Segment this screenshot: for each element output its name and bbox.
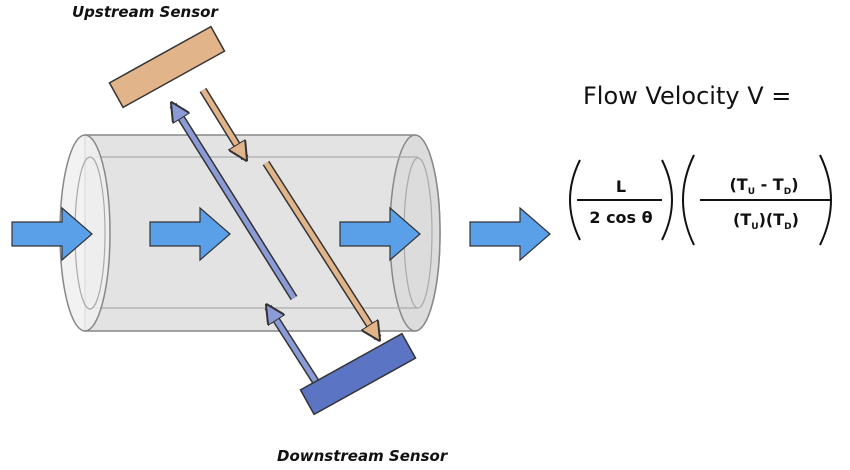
- downstream-sensor: [299, 332, 417, 416]
- term2-denominator: (TU)(TD): [733, 210, 799, 232]
- term1-denominator: 2 cos θ: [589, 208, 652, 227]
- formula-title: Flow Velocity V =: [583, 82, 791, 110]
- signal-arrow-icon: [199, 87, 249, 158]
- flow-arrow-icon: [469, 206, 551, 262]
- upstream-sensor: [108, 25, 226, 109]
- pipe: [59, 134, 441, 332]
- signal-arrow-icon: [264, 307, 320, 385]
- signal-arrow-icon: [169, 105, 298, 301]
- signal-arrow-icon: [262, 160, 382, 338]
- flow-arrow-icon: [11, 206, 93, 262]
- right-paren: [819, 154, 832, 246]
- flow-arrow-icon: [149, 206, 231, 262]
- left-paren: [682, 154, 695, 246]
- flow-arrow-icon: [339, 206, 421, 262]
- left-paren: [569, 159, 581, 241]
- term2-numerator: (TU - TD): [729, 175, 798, 197]
- term1-numerator: L: [616, 177, 626, 196]
- right-paren: [661, 159, 673, 241]
- upstream-sensor-label: Upstream Sensor: [72, 3, 219, 21]
- downstream-sensor-label: Downstream Sensor: [277, 447, 449, 465]
